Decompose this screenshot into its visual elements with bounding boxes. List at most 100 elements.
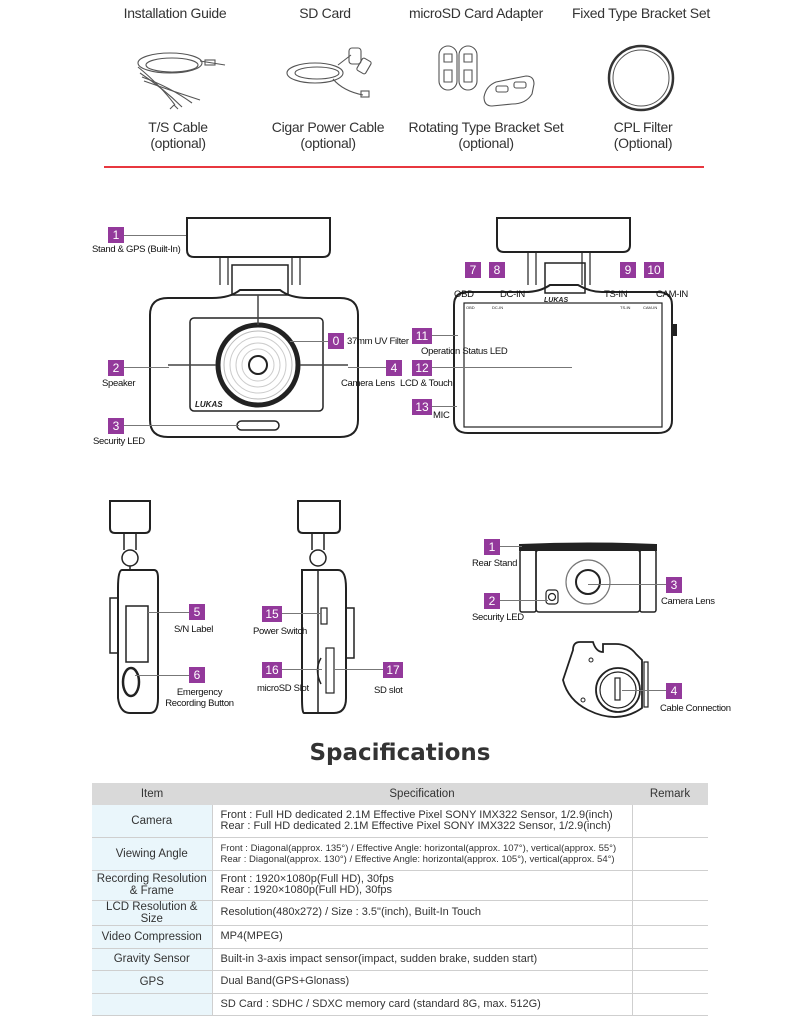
leader-line [622,690,666,691]
part-badge: 13 [412,399,432,415]
leader-line [500,546,522,547]
spec-item [92,993,213,1016]
part-badge: 11 [412,328,432,344]
accessory-ts-cable: T/S Cable (optional) [98,119,258,151]
part-label: SD slot [374,685,403,696]
spec-item: Camera [92,805,213,838]
part-badge: 9 [620,262,636,278]
specifications-table: Item Specification Remark Camera Front :… [92,783,708,1016]
part-label: Speaker [102,378,136,389]
accessory-note: (optional) [300,135,356,151]
spec-line: Dual Band(GPS+Glonass) [220,975,350,987]
spec-value: Built-in 3-axis impact sensor(impact, su… [212,948,632,971]
leader-line [500,600,548,601]
cigar-power-cable-icon [286,47,372,98]
leader-line [124,425,239,426]
spec-item: Viewing Angle [92,837,213,871]
table-row: SD Card : SDHC / SDXC memory card (stand… [92,993,708,1016]
leader-line [432,335,458,336]
accessory-name: Cigar Power Cable [271,119,385,135]
accessory-note: (optional) [150,135,206,151]
part-badge: 6 [189,667,205,683]
leader-line [124,235,186,236]
spec-remark [631,900,708,926]
dashcam-back-drawing [453,217,677,434]
leader-line [335,669,383,670]
spec-line: Front : Diagonal(approx. 135°) / Effecti… [220,842,617,854]
leader-line [124,367,169,368]
rear-camera-drawing [519,542,657,718]
part-label: S/N Label [174,624,214,635]
leader-line [348,367,386,368]
spec-line: Rear : 1920×1080p(Full HD), 30fps [220,884,393,896]
part-label: CAM-IN [656,289,688,300]
part-badge: 8 [489,262,505,278]
column-header-specification: Specification [212,783,632,805]
part-badge: 4 [386,360,402,376]
spec-value: Resolution(480x272) / Size : 3.5"(inch),… [212,900,632,926]
ts-cable-icon [137,52,226,110]
spec-remark [631,925,708,949]
part-label: Power Switch [253,626,307,637]
part-label: Camera Lens [661,596,715,607]
accessory-installation-guide: Installation Guide [123,5,227,21]
table-row: Viewing Angle Front : Diagonal(approx. 1… [92,837,708,871]
spec-remark [631,805,708,838]
spec-value: Front : Diagonal(approx. 135°) / Effecti… [212,837,632,871]
leader-line [148,612,189,613]
part-badge: 1 [108,227,124,243]
rotating-bracket-icon [438,45,535,107]
leader-line [432,406,457,407]
spec-item: Recording Resolution & Frame [92,870,213,901]
part-label: LCD & Touch [400,378,453,389]
table-header-row: Item Specification Remark [92,783,708,805]
part-badge: 1 [484,539,500,555]
part-label: microSD Slot [257,683,309,694]
spec-remark [631,970,708,994]
part-label: OBD [454,289,474,300]
spec-remark [631,993,708,1016]
part-badge: 10 [644,262,664,278]
spec-remark [631,837,708,871]
part-label: DC-IN [500,289,525,300]
accessory-sd-card: SD Card [299,5,351,21]
leader-line [588,584,666,585]
column-header-item: Item [92,783,212,805]
table-row: LCD Resolution & Size Resolution(480x272… [92,900,708,926]
cpl-filter-icon [607,44,675,112]
part-label: Cable Connection [660,703,731,714]
part-badge: 3 [666,577,682,593]
leader-line [282,669,322,670]
part-badge: 7 [465,262,481,278]
part-badge: 2 [484,593,500,609]
part-badge: 0 [328,333,344,349]
accessory-name: T/S Cable [148,119,208,135]
column-header-remark: Remark [632,783,708,805]
port-mark: TS-IN [620,305,631,310]
spec-line: Front : 1920×1080p(Full HD), 30fps [220,873,394,885]
port-mark: DC-IN [492,305,504,310]
part-label: Security LED [472,612,524,623]
accessory-microsd-adapter: microSD Card Adapter [408,5,544,21]
leader-line [135,675,189,676]
spec-value: SD Card : SDHC / SDXC memory card (stand… [212,993,632,1016]
spec-item: LCD Resolution & Size [92,900,213,926]
part-badge: 15 [262,606,282,622]
part-badge: 16 [262,662,282,678]
part-label: Security LED [93,436,145,447]
port-mark: OBD [466,305,475,310]
part-label: Rear Stand [472,558,518,569]
accessory-cpl-filter: CPL Filter (Optional) [563,119,723,151]
table-row: Camera Front : Full HD dedicated 2.1M Ef… [92,805,708,838]
part-label: Operation Status LED [421,346,508,357]
spec-line: Built-in 3-axis impact sensor(impact, su… [220,952,538,965]
dashcam-left-side-drawing [109,500,159,714]
part-badge: 2 [108,360,124,376]
spec-line: Resolution(480x272) / Size : 3.5"(inch),… [220,906,482,918]
accessory-name: CPL Filter [613,119,673,135]
section-divider [104,166,704,168]
table-row: GPS Dual Band(GPS+Glonass) [92,970,708,994]
spec-line: Front : Full HD dedicated 2.1M Effective… [220,808,613,821]
part-badge: 12 [412,360,432,376]
